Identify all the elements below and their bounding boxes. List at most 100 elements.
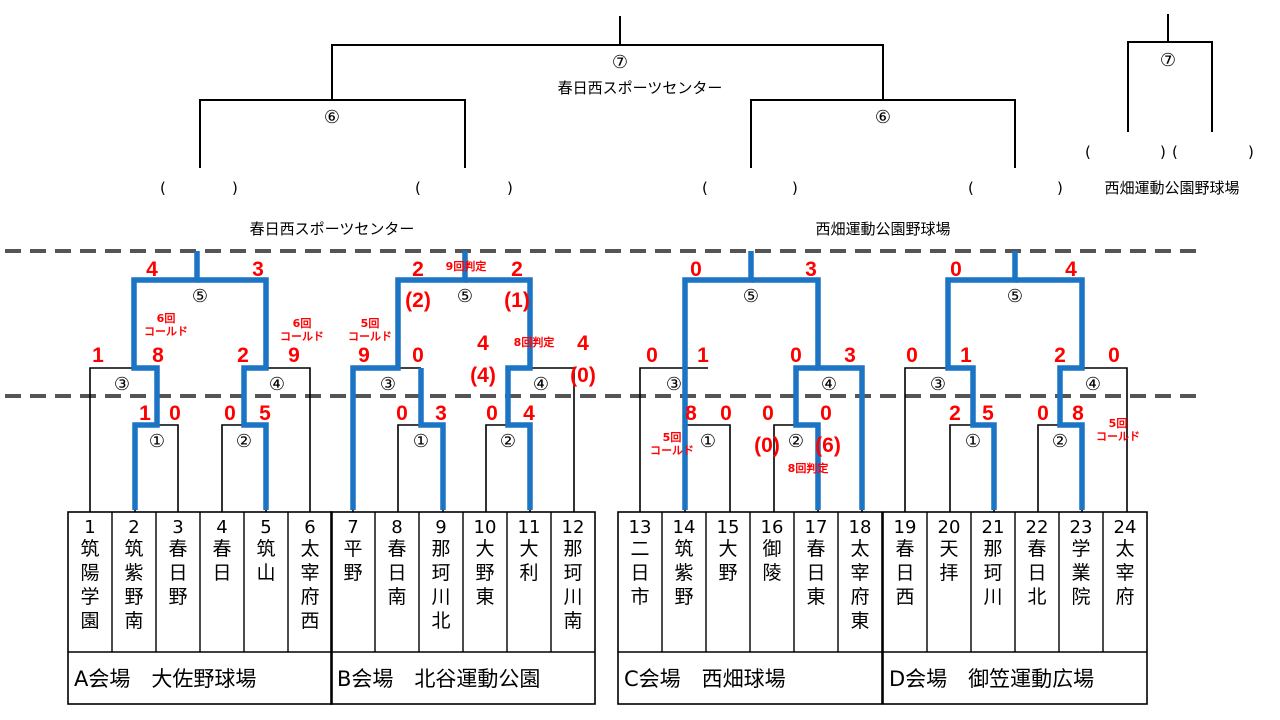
team-name: 春日西 — [895, 538, 914, 608]
winner-paths — [131, 251, 1085, 510]
score: 0 — [396, 402, 408, 425]
score: 2 — [237, 344, 249, 367]
paren-open: ( — [160, 179, 166, 197]
score: (6) — [815, 434, 841, 457]
paren-close: ) — [232, 179, 238, 197]
venue-label: B会場 北谷運動公園 — [337, 667, 540, 691]
score: 1 — [139, 402, 151, 425]
score: 0 — [820, 402, 832, 425]
score: 8 — [152, 344, 164, 367]
team-name: 筑紫野 — [674, 538, 693, 608]
paren-open: ( — [968, 179, 974, 197]
scores: 1 0 0 5 1 8 2 9 4 3 0 3 0 4 9 0 4 4 (4) … — [92, 258, 1120, 457]
game-notes: 6回 コールド 6回 コールド 5回 コールド 9回判定 8回判定 5回 コール… — [144, 259, 1140, 475]
round-5-marker-c: ⑤ — [743, 286, 759, 307]
extra-final-round-marker: ⑦ — [1160, 50, 1176, 71]
team-number: 24 — [1114, 517, 1137, 538]
score: 1 — [697, 344, 709, 367]
score: 0 — [762, 402, 774, 425]
round-1-marker-a: ① — [149, 431, 165, 452]
score: 4 — [577, 332, 589, 355]
team-name: 筑陽学園 — [80, 538, 99, 632]
note-cold: コールド — [144, 325, 188, 338]
round-4-marker-c: ④ — [821, 374, 837, 395]
round-2-marker-a: ② — [236, 431, 252, 452]
team-number: 20 — [938, 517, 961, 538]
team-name: 大野東 — [475, 538, 494, 608]
team-number: 3 — [172, 517, 183, 538]
score: 0 — [646, 344, 658, 367]
team-name: 春日野 — [168, 538, 187, 608]
team-name: 大野 — [718, 538, 737, 584]
score: 5 — [982, 402, 994, 425]
round-2-marker-b: ② — [500, 431, 516, 452]
round-1-marker-b: ① — [413, 431, 429, 452]
score: (1) — [504, 289, 530, 312]
semi-left-round-marker: ⑥ — [324, 107, 340, 128]
team-name: 天拝 — [939, 538, 958, 584]
team-name: 春日 — [212, 538, 231, 584]
note-cold: 6回 — [157, 311, 176, 325]
score: 9 — [358, 344, 370, 367]
team-name: 平野 — [343, 538, 362, 584]
score: 4 — [477, 332, 489, 355]
final-round-marker: ⑦ — [612, 52, 628, 73]
round-3-marker-c: ③ — [666, 374, 682, 395]
team-number: 21 — [982, 517, 1005, 538]
round-1-marker-d: ① — [965, 431, 981, 452]
team-name: 筑山 — [256, 538, 275, 584]
final-venue-label: 春日西スポーツセンター — [558, 79, 723, 97]
round-5-marker-d: ⑤ — [1007, 286, 1023, 307]
team-number: 8 — [391, 517, 402, 538]
team-name: 学業院 — [1071, 538, 1090, 608]
paren-open: ( — [1172, 143, 1178, 161]
round-5-marker-a: ⑤ — [192, 286, 208, 307]
note-cold: コールド — [280, 330, 324, 343]
round-1-marker-c: ① — [700, 431, 716, 452]
team-name: 那珂川北 — [431, 538, 450, 632]
team-number: 15 — [717, 517, 740, 538]
note-inning: 9回判定 — [446, 259, 487, 273]
round-5-marker-b: ⑤ — [457, 286, 473, 307]
score: 0 — [1108, 344, 1120, 367]
round-4-marker-a: ④ — [269, 374, 285, 395]
score: 2 — [1054, 344, 1066, 367]
team-name: 那珂川 — [983, 538, 1002, 608]
venue-label: A会場 大佐野球場 — [74, 667, 256, 691]
paren-close: ) — [507, 179, 513, 197]
paren-close: ) — [1248, 143, 1254, 161]
team-name: 太宰府 — [1115, 538, 1134, 608]
team-number: 22 — [1026, 517, 1049, 538]
team-number: 9 — [435, 517, 446, 538]
team-number: 18 — [849, 517, 872, 538]
score: 4 — [146, 258, 158, 281]
score: 0 — [790, 344, 802, 367]
round-markers: ① ② ③ ④ ⑤ ① ② ③ ④ ⑤ ① ② ③ ④ ⑤ ① ② ③ ④ ⑤ — [114, 286, 1101, 452]
score: 2 — [949, 402, 961, 425]
team-number: 17 — [805, 517, 828, 538]
team-number: 23 — [1070, 517, 1093, 538]
score: 4 — [523, 402, 535, 425]
score: (0) — [754, 434, 780, 457]
score: 0 — [950, 258, 962, 281]
score: 3 — [252, 258, 264, 281]
paren-close: ) — [1160, 143, 1166, 161]
score: (2) — [405, 289, 431, 312]
team-number: 12 — [562, 517, 585, 538]
score: 9 — [288, 344, 300, 367]
paren-close: ) — [1057, 179, 1063, 197]
team-number: 19 — [894, 517, 917, 538]
extra-venue: 西畑運動公園野球場 — [1104, 179, 1239, 197]
note-cold: 5回 — [663, 430, 682, 444]
team-name: 二日市 — [630, 538, 649, 608]
note-inning: 8回判定 — [788, 461, 829, 475]
score: 8 — [1072, 402, 1084, 425]
semi-right-round-marker: ⑥ — [875, 107, 891, 128]
score: 0 — [169, 402, 181, 425]
round-2-marker-c: ② — [788, 431, 804, 452]
team-number: 16 — [761, 517, 784, 538]
score: (4) — [470, 364, 496, 387]
round-2-marker-d: ② — [1052, 431, 1068, 452]
round-3-marker-b: ③ — [380, 374, 396, 395]
